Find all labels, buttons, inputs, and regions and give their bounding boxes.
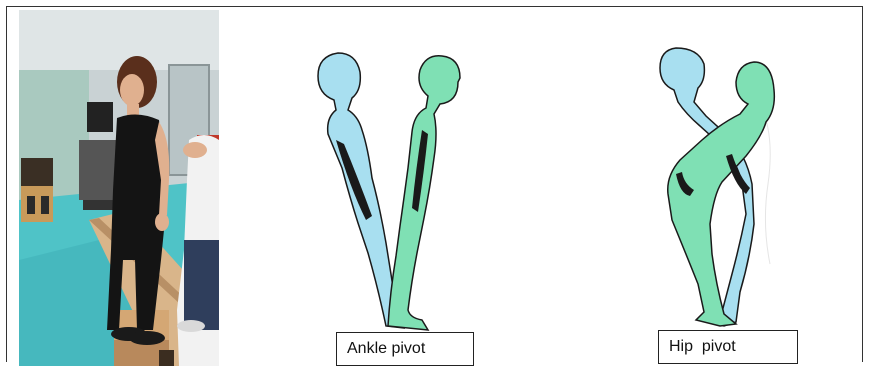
hip-strategy-figure <box>650 44 790 334</box>
ankle-strategy-figure <box>300 48 490 333</box>
person-photo <box>19 10 219 366</box>
ankle-pivot-label: Ankle pivot <box>336 332 474 366</box>
hip-pivot-label: Hip pivot <box>658 330 798 364</box>
ankle-green-body <box>388 56 460 330</box>
